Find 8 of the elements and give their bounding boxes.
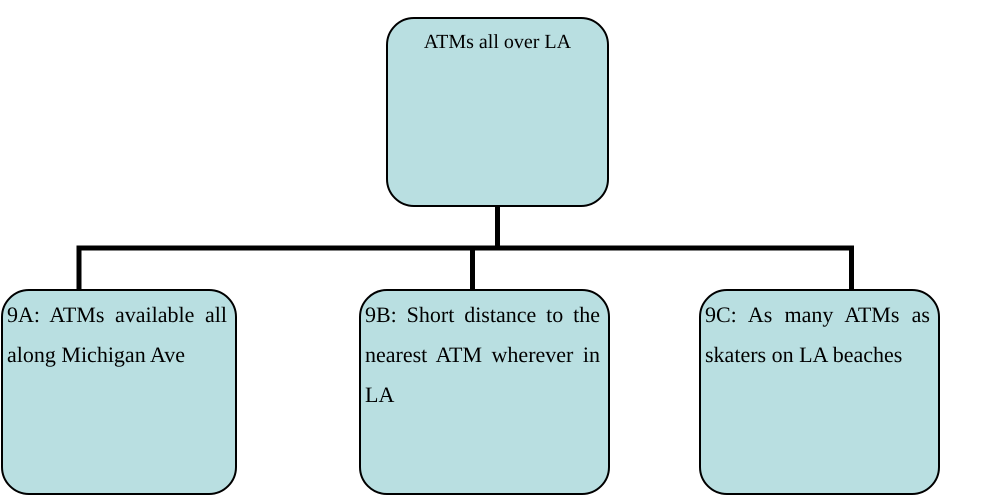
rounded-box xyxy=(359,289,610,495)
box-text: 9B: Short distance to the nearest ATM wherever in LA xyxy=(365,301,601,409)
box-text: 9A: ATMs available all along Michigan Ave xyxy=(7,301,228,369)
box-text: ATMs all over LA xyxy=(422,30,572,55)
rounded-box xyxy=(386,17,609,207)
rounded-box xyxy=(1,289,237,495)
box-text: 9C: As many ATMs as skaters on LA beaches xyxy=(705,301,931,369)
rounded-box xyxy=(699,289,940,495)
